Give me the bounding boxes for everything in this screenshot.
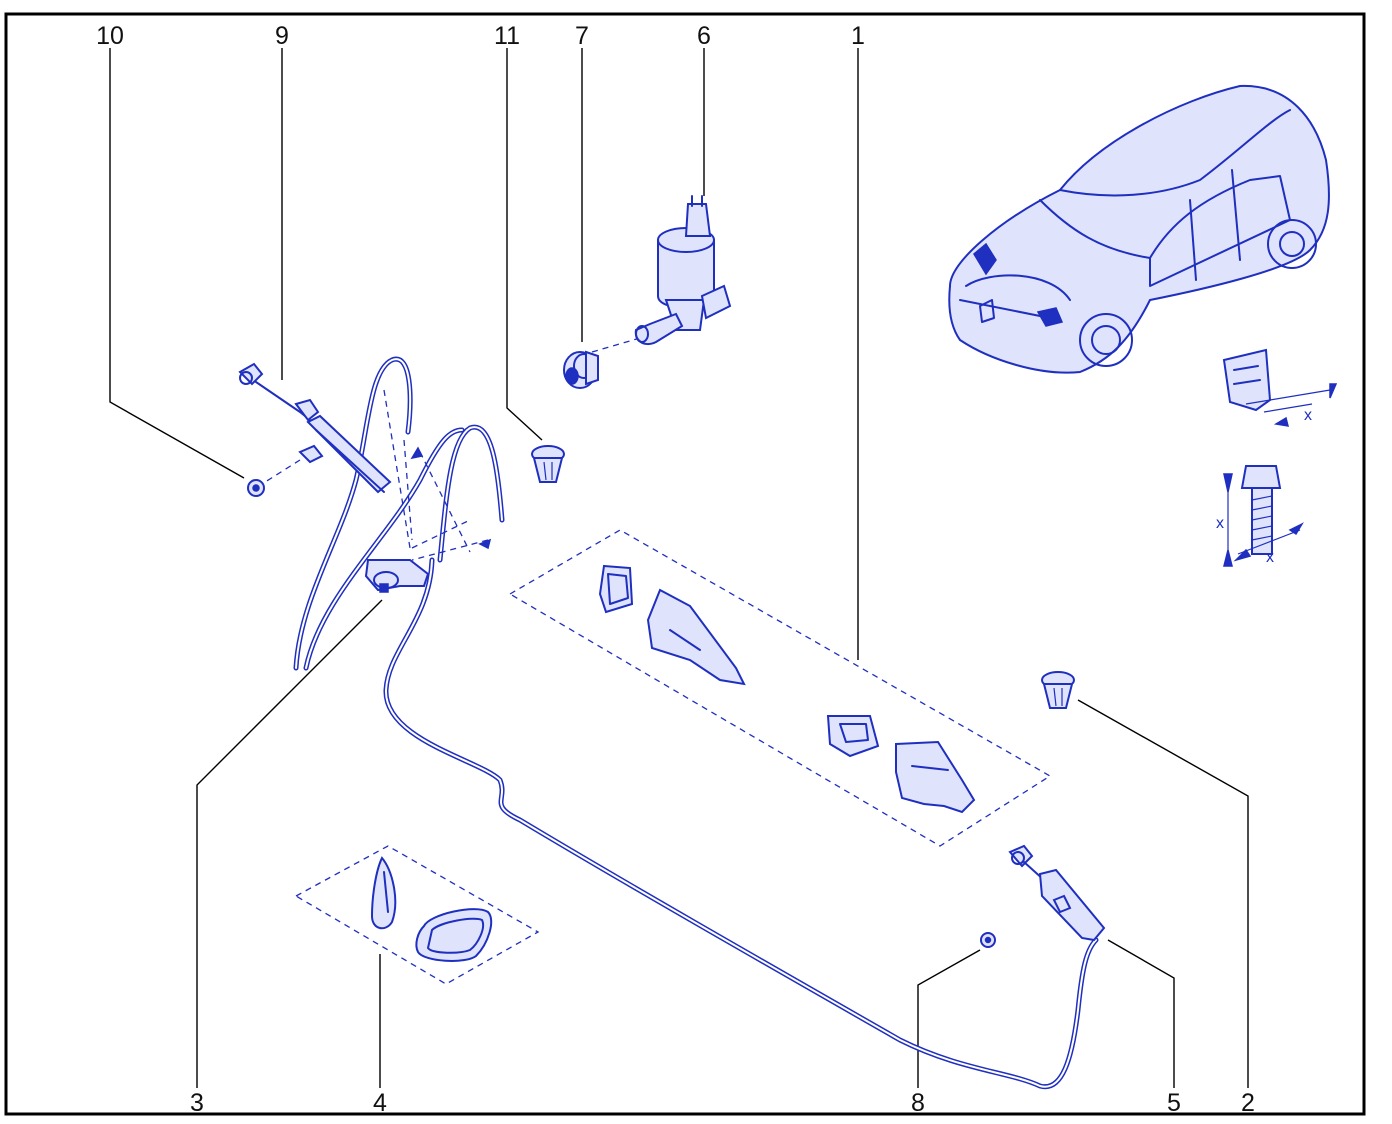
part-5-nozzle-assembly [1008,844,1106,942]
callout-8: 8 [911,1089,925,1117]
callout-6: 6 [697,22,711,50]
callout-2: 2 [1241,1089,1255,1117]
callout-5: 5 [1167,1089,1181,1117]
callout-3: 3 [190,1089,204,1117]
leader-11 [506,48,543,441]
leader-5 [1107,939,1175,1088]
part-7-grommet [563,350,599,389]
leader-2 [1077,699,1249,1088]
clip-dimension-label: x [1304,407,1312,424]
bolt-diameter-label: x [1266,549,1274,566]
bolt-length-label: x [1216,515,1224,532]
part-1-group [508,529,1052,847]
leader-8 [917,949,981,1088]
callout-numbers: 10 9 11 7 6 1 3 4 8 5 2 [96,22,1255,1117]
part-10-screw [247,479,265,497]
callout-10: 10 [96,22,124,50]
callout-11: 11 [494,22,520,50]
assembly-arrows [261,337,641,561]
part-2-clip [1041,671,1075,709]
callout-1: 1 [851,22,865,50]
part-4-group [294,845,540,985]
callout-4: 4 [373,1089,387,1117]
leader-3 [196,599,383,1088]
leader-lines [109,48,1249,1088]
part-6-washer-pump [634,195,732,346]
part-9-nozzle-assembly [238,362,392,494]
diagram-frame [4,12,1366,1116]
washer-hose-main [383,557,1099,1090]
part-3-washer-jet [364,559,430,593]
callout-9: 9 [275,22,289,50]
leader-10 [109,48,245,479]
part-8-screw [980,932,996,948]
callout-7: 7 [575,22,589,50]
torque-legend: x x x [1216,348,1338,567]
part-11-clip [531,445,565,483]
vehicle-location-illustration [948,84,1330,374]
washer-hose-left [293,356,505,671]
